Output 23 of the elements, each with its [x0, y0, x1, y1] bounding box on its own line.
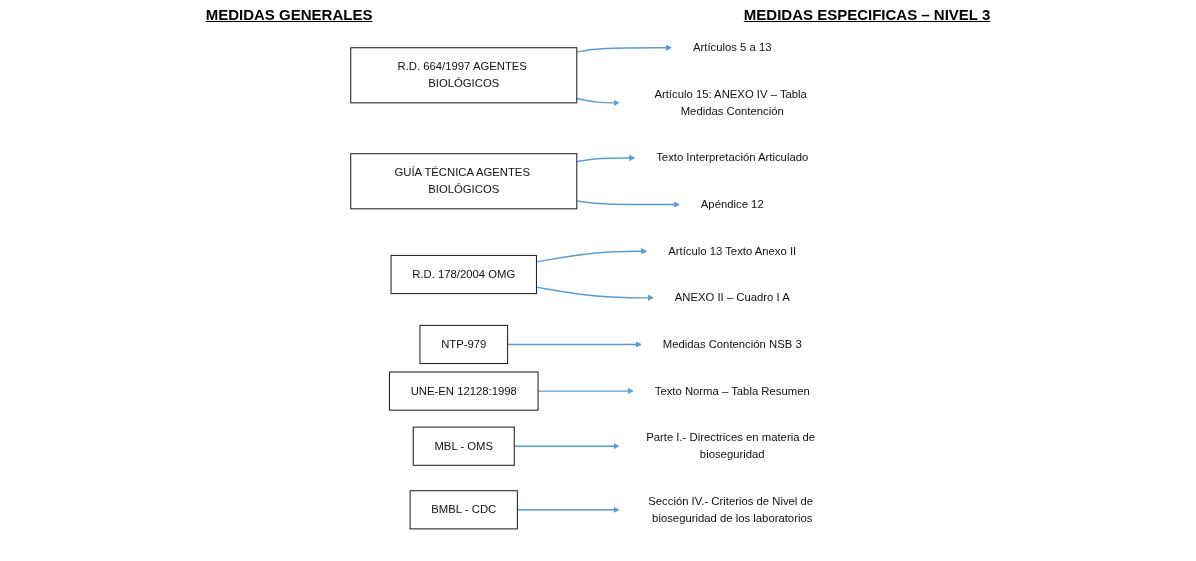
arrow	[576, 154, 636, 163]
node-text: Artículo 15: ANEXO IV – Tabla Medidas Contención	[654, 88, 807, 117]
node-box: UNE-EN 12128:1998	[388, 371, 539, 411]
node-text: Parte I.- Directrices en materia de bioseguridad	[646, 431, 816, 461]
node-box: GUÍA TÉCNICA AGENTES BIOLÓGICOS	[350, 153, 578, 210]
column-heading: MEDIDAS GENERALES	[205, 6, 373, 23]
arrow	[576, 97, 620, 106]
node-text: Sección IV.- Criterios de Nivel de bioseguridad de los laboratorios	[648, 494, 814, 524]
node-text: Texto Norma – Tabla Resumen	[654, 384, 810, 397]
node-box: R.D. 664/1997 AGENTES BIOLÓGICOS	[350, 47, 578, 104]
node-text: Medidas Contención NSB 3	[662, 338, 802, 351]
node-text: Texto Interpretación Articulado	[656, 151, 809, 164]
arrow	[576, 44, 673, 53]
node-box: R.D. 178/2004 OMG	[390, 254, 537, 295]
node-text: Artículo 13 Texto Anexo II	[668, 244, 797, 257]
node-box: BMBL - CDC	[409, 490, 518, 530]
node-box: NTP-979	[419, 324, 509, 365]
column-heading: MEDIDAS ESPECIFICAS – NIVEL 3	[743, 6, 991, 23]
node-text: ANEXO II – Cuadro I A	[674, 291, 790, 304]
node-text: Apéndice 12	[700, 198, 764, 211]
node-box: MBL - OMS	[412, 426, 515, 466]
arrow	[576, 200, 680, 208]
node-text: Artículos 5 a 13	[692, 41, 772, 54]
